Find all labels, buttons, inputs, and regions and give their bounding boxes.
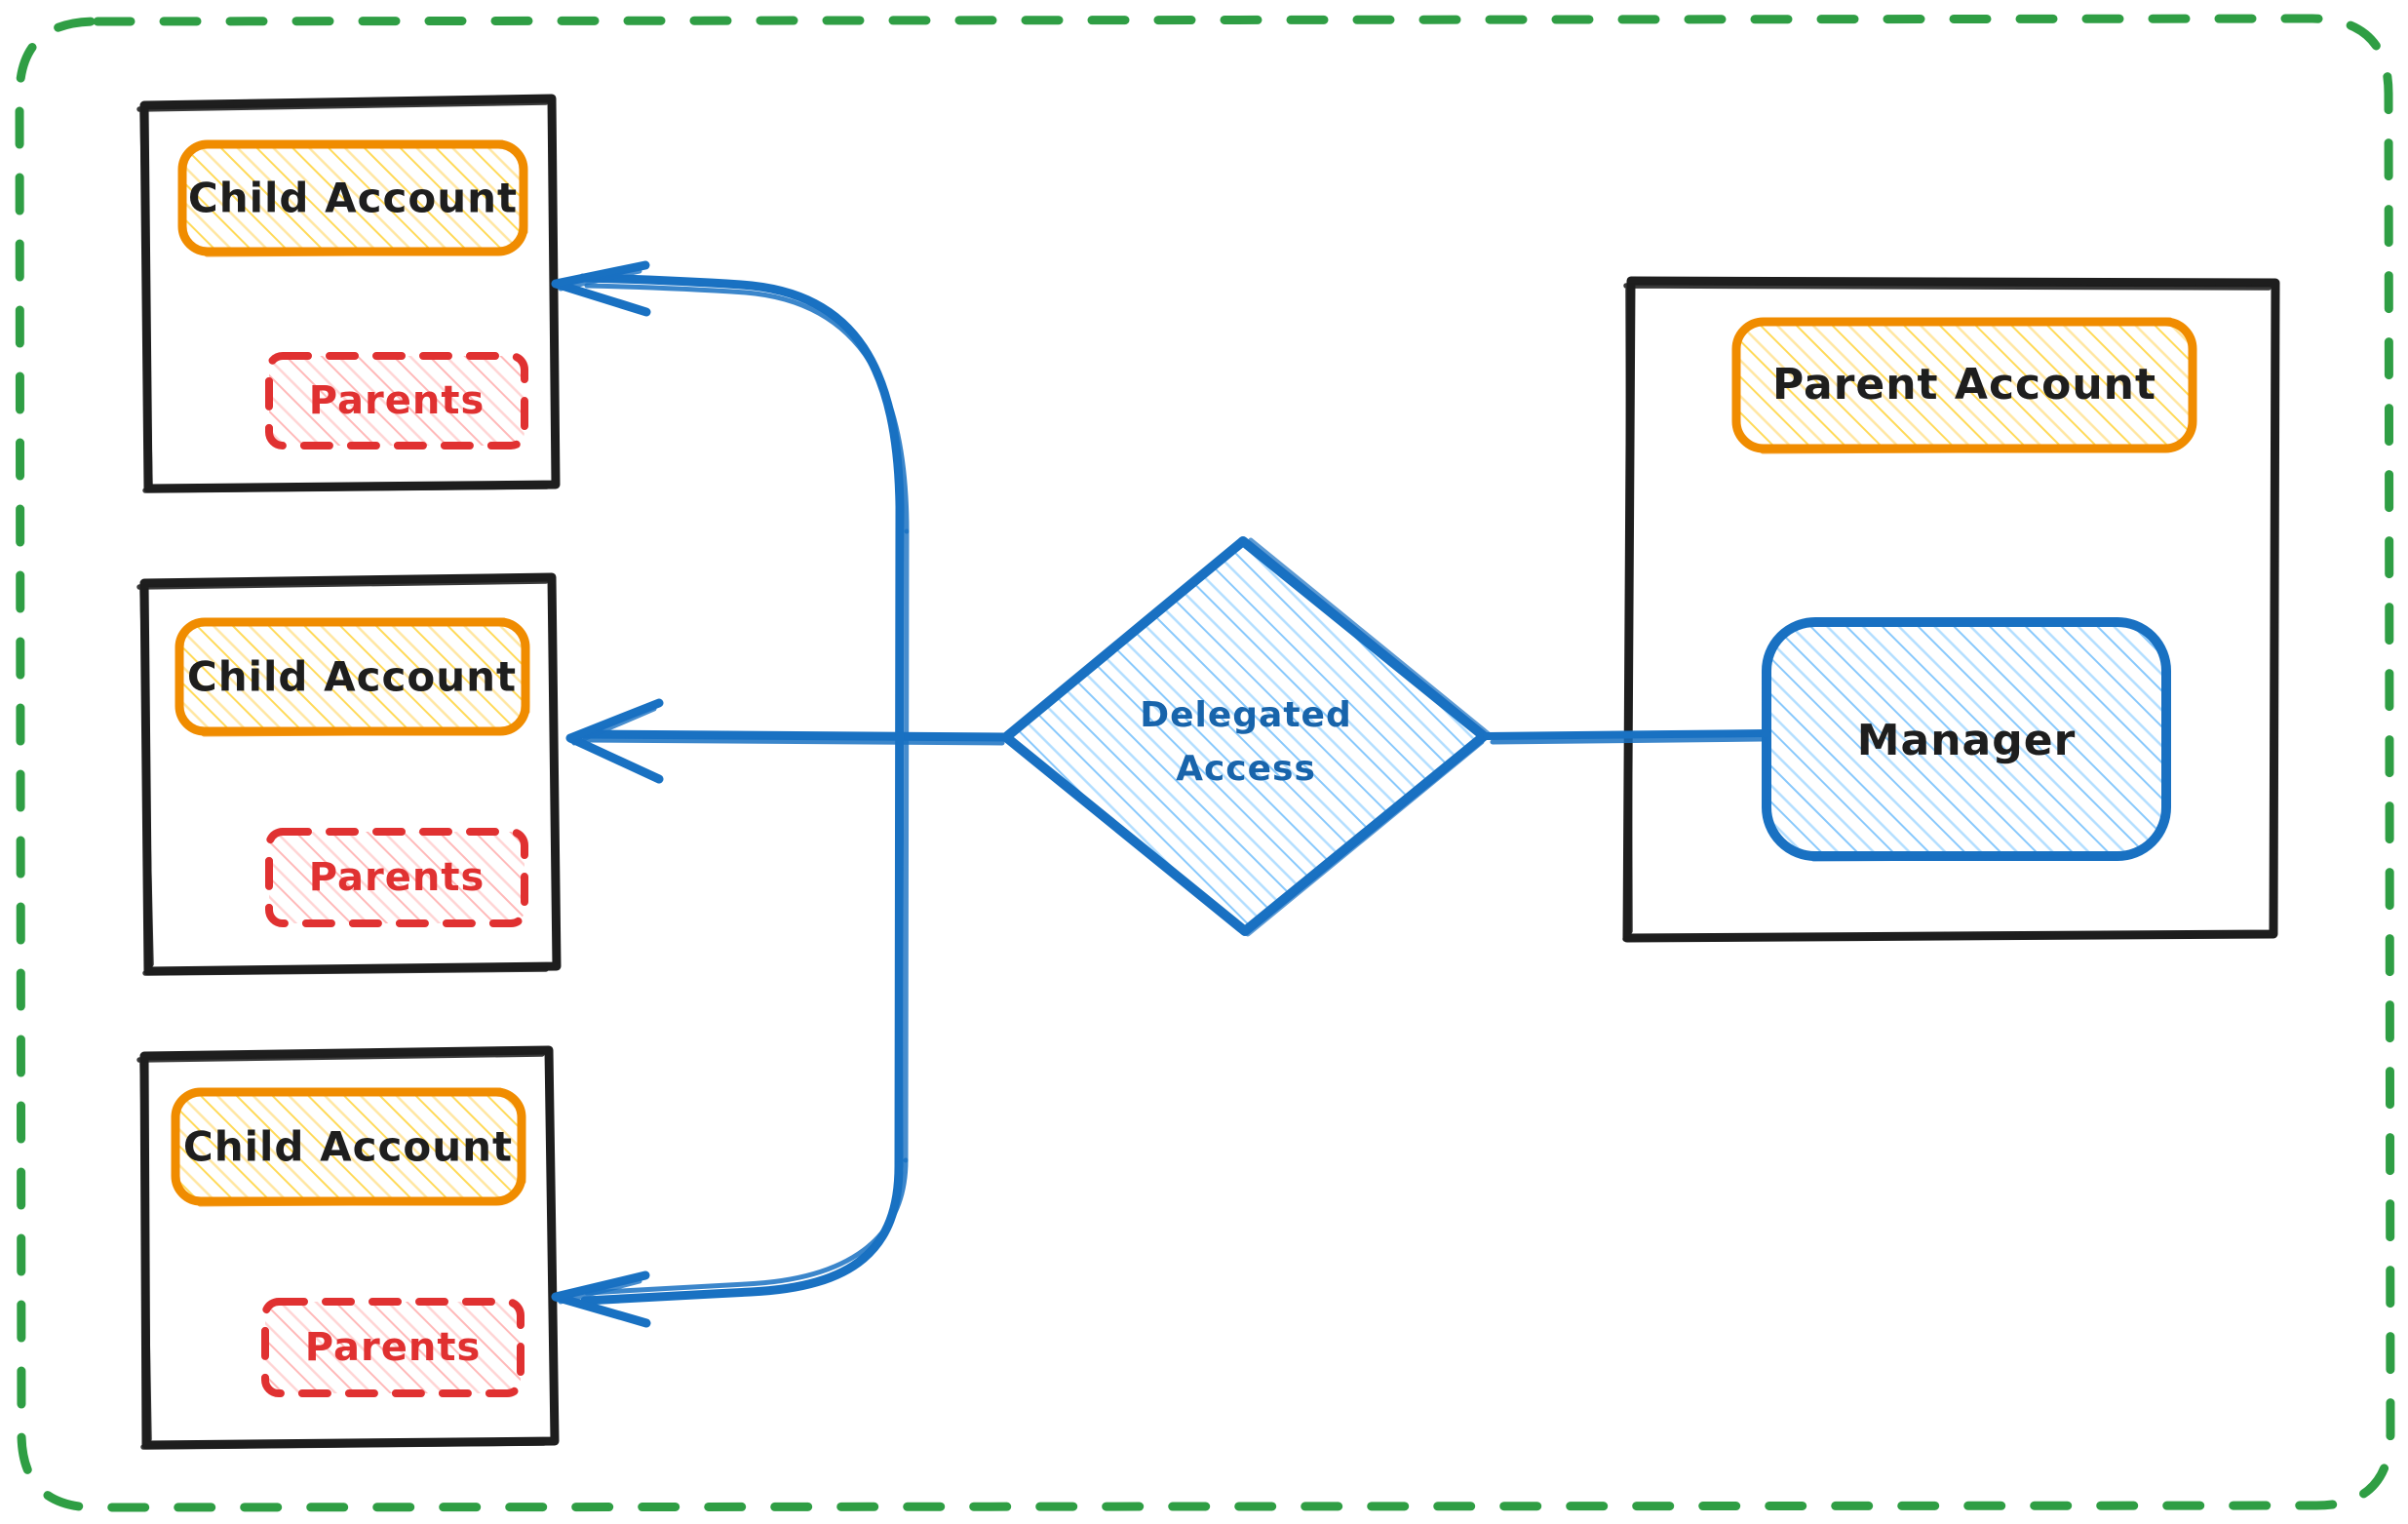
child-account-label-1: Child Account (188, 175, 518, 222)
connector-diamond-to-child-2 (565, 698, 1011, 784)
child-account-label-2: Child Account (187, 653, 517, 701)
delegated-access-line1: Delegated (1140, 695, 1352, 735)
child-account-label-3: Child Account (183, 1123, 513, 1171)
delegated-access-line2: Access (1176, 749, 1316, 789)
parents-label-2: Parents (309, 855, 485, 900)
parents-node-2[interactable]: Parents (265, 828, 528, 927)
parent-account-label: Parent Account (1772, 360, 2156, 410)
parents-node-1[interactable]: Parents (265, 352, 528, 449)
parent-account-node[interactable]: Parent Account (1731, 317, 2197, 454)
child-frame-2[interactable]: Child Account Parents (136, 572, 562, 976)
child-account-node-2[interactable]: Child Account (175, 617, 530, 737)
parents-label-1: Parents (309, 378, 485, 423)
connector-diamond-to-child-3 (551, 1157, 909, 1328)
parents-label-3: Parents (305, 1325, 482, 1370)
connector-diamond-to-child-1 (551, 260, 910, 534)
child-frame-1[interactable]: Child Account Parents (136, 94, 561, 493)
manager-label: Manager (1857, 716, 2077, 765)
child-account-node-1[interactable]: Child Account (177, 139, 528, 257)
manager-node[interactable]: Manager (1762, 617, 2171, 862)
parent-frame[interactable]: Parent Account Manager (1622, 276, 2280, 943)
child-frame-3[interactable]: Child Account Parents (136, 1045, 560, 1450)
parents-node-3[interactable]: Parents (261, 1298, 524, 1397)
outer-boundary (15, 14, 2395, 1512)
connector-trunk-vertical (894, 502, 910, 1171)
delegated-access-diamond[interactable]: Delegated Access (1001, 536, 1492, 937)
connector-manager-to-diamond (1483, 729, 1770, 745)
child-account-node-3[interactable]: Child Account (171, 1087, 526, 1207)
